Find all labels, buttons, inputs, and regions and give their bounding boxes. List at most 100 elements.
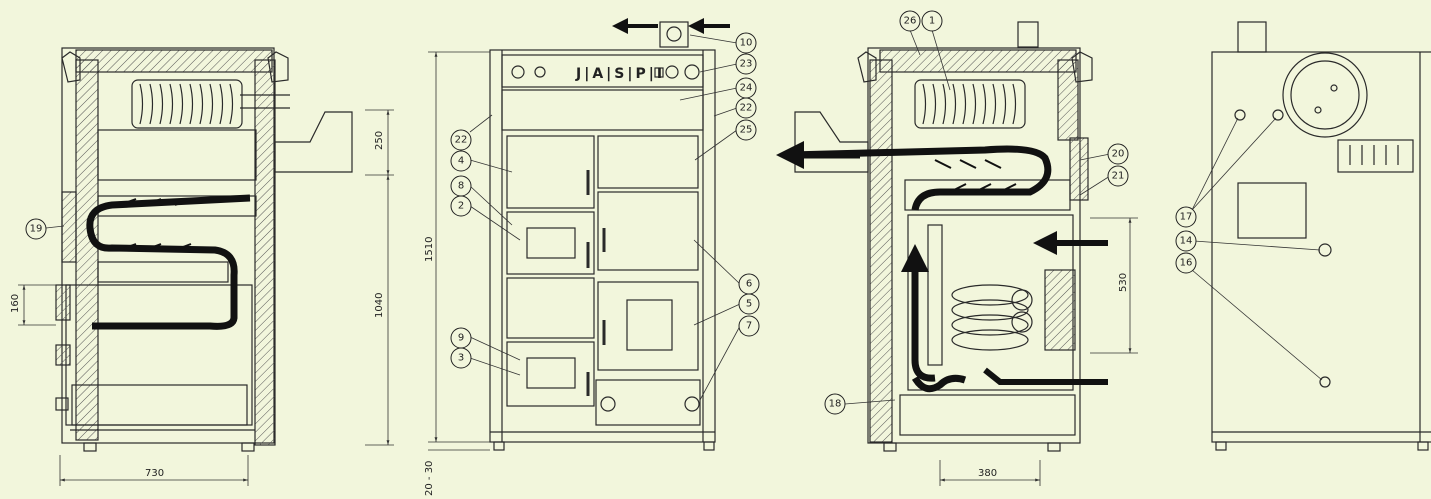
svg-text:4: 4 bbox=[458, 156, 464, 167]
svg-text:6: 6 bbox=[746, 279, 752, 290]
svg-text:22: 22 bbox=[455, 135, 468, 146]
callout-17: 17 bbox=[1175, 206, 1197, 228]
door-3 bbox=[506, 341, 595, 407]
heat-exchanger-coil bbox=[131, 79, 243, 129]
section-flue-gas-flow bbox=[789, 145, 1052, 382]
svg-text:23: 23 bbox=[740, 59, 753, 70]
rear-grille bbox=[1337, 139, 1414, 173]
cross-section-view bbox=[794, 21, 1093, 452]
svg-text:19: 19 bbox=[30, 224, 43, 235]
callout-16: 16 bbox=[1175, 252, 1197, 274]
svg-text:9: 9 bbox=[458, 333, 464, 344]
callout-22-right: 22 bbox=[735, 97, 757, 119]
section-flue-outlet bbox=[794, 111, 869, 173]
rear-access-panel bbox=[1237, 182, 1307, 239]
dim-feet-label: 20 - 30 bbox=[424, 461, 435, 496]
svg-text:1: 1 bbox=[929, 16, 935, 27]
svg-text:24: 24 bbox=[740, 83, 753, 94]
connection-16 bbox=[1319, 376, 1331, 388]
callout-20: 20 bbox=[1107, 143, 1129, 165]
connection-17b bbox=[1272, 109, 1284, 121]
dim-160-label: 160 bbox=[10, 294, 21, 313]
callout-4: 4 bbox=[450, 150, 472, 172]
svg-text:26: 26 bbox=[904, 16, 917, 27]
callout-10: 10 bbox=[735, 32, 757, 54]
callout-21: 21 bbox=[1107, 165, 1129, 187]
rear-view bbox=[1211, 21, 1431, 451]
callout-7: 7 bbox=[738, 315, 760, 337]
dim-250-label: 250 bbox=[374, 131, 385, 150]
top-left-cap bbox=[61, 51, 81, 83]
callout-18: 18 bbox=[824, 393, 846, 415]
svg-text:5: 5 bbox=[746, 299, 752, 310]
foot bbox=[83, 442, 97, 452]
section-dimensions bbox=[939, 217, 1138, 486]
connection-14 bbox=[1318, 243, 1332, 257]
callout-22-left: 22 bbox=[450, 129, 472, 151]
callout-6: 6 bbox=[738, 273, 760, 295]
svg-text:18: 18 bbox=[829, 399, 842, 410]
callout-5: 5 bbox=[738, 293, 760, 315]
callout-24: 24 bbox=[735, 77, 757, 99]
dim-1510-label: 1510 bbox=[424, 237, 435, 262]
top-right-cap bbox=[267, 51, 289, 83]
dim-730-label: 730 bbox=[145, 468, 164, 479]
ash-pan-7 bbox=[595, 379, 701, 426]
side-flue-gas-flow bbox=[86, 194, 251, 330]
svg-text:21: 21 bbox=[1112, 171, 1125, 182]
firewood-logs bbox=[951, 284, 1033, 351]
front-view bbox=[489, 21, 716, 451]
callout-25: 25 bbox=[735, 119, 757, 141]
svg-text:7: 7 bbox=[746, 321, 752, 332]
front-callouts bbox=[469, 34, 741, 401]
right-wall-insulation bbox=[254, 59, 276, 446]
front-cover-24 bbox=[501, 89, 704, 131]
door-6 bbox=[597, 191, 699, 271]
side-section-view bbox=[55, 47, 353, 452]
svg-text:10: 10 bbox=[740, 38, 753, 49]
rear-callouts bbox=[1191, 117, 1323, 381]
callout-9: 9 bbox=[450, 327, 472, 349]
svg-text:16: 16 bbox=[1180, 258, 1193, 269]
callout-3: 3 bbox=[450, 347, 472, 369]
svg-text:25: 25 bbox=[740, 125, 753, 136]
svg-text:20: 20 bbox=[1112, 149, 1125, 160]
flow-chevrons bbox=[119, 198, 192, 251]
callout-2: 2 bbox=[450, 195, 472, 217]
front-casing bbox=[489, 49, 716, 443]
svg-text:22: 22 bbox=[740, 103, 753, 114]
callout-23: 23 bbox=[735, 53, 757, 75]
door-insulation-20 bbox=[1069, 137, 1089, 201]
foot bbox=[241, 442, 255, 452]
svg-text:3: 3 bbox=[458, 353, 464, 364]
air-inlet-160 bbox=[55, 284, 71, 321]
callout-19: 19 bbox=[25, 218, 65, 240]
section-heat-exchanger-coil bbox=[914, 79, 1026, 129]
secondary-air-arrow bbox=[983, 367, 1108, 385]
top-insulation bbox=[75, 49, 273, 73]
callout-8: 8 bbox=[450, 175, 472, 197]
connection-17a bbox=[1234, 109, 1246, 121]
flue-outlet bbox=[274, 111, 353, 173]
brand-logo: J|A|S|P|I bbox=[575, 66, 665, 82]
svg-text:2: 2 bbox=[458, 201, 464, 212]
svg-text:8: 8 bbox=[458, 181, 464, 192]
door-5 bbox=[597, 281, 699, 371]
section-callouts bbox=[844, 29, 1111, 405]
door-4 bbox=[506, 135, 595, 209]
front-dimensions bbox=[428, 51, 490, 451]
side-dimensions bbox=[18, 109, 394, 486]
dim-380-label: 380 bbox=[978, 468, 997, 479]
svg-text:14: 14 bbox=[1180, 236, 1193, 247]
section-flue-collar bbox=[1017, 21, 1039, 48]
door-2 bbox=[506, 211, 595, 275]
left-wall-insulation bbox=[75, 59, 99, 441]
flue-collar-10 bbox=[659, 21, 689, 48]
flue-socket bbox=[1282, 52, 1368, 138]
callout-26: 26 bbox=[899, 10, 921, 32]
svg-text:17: 17 bbox=[1180, 212, 1193, 223]
door-insulation-19 bbox=[61, 191, 77, 263]
section-flow-chevrons bbox=[934, 159, 1017, 193]
callout-1: 1 bbox=[921, 10, 943, 32]
